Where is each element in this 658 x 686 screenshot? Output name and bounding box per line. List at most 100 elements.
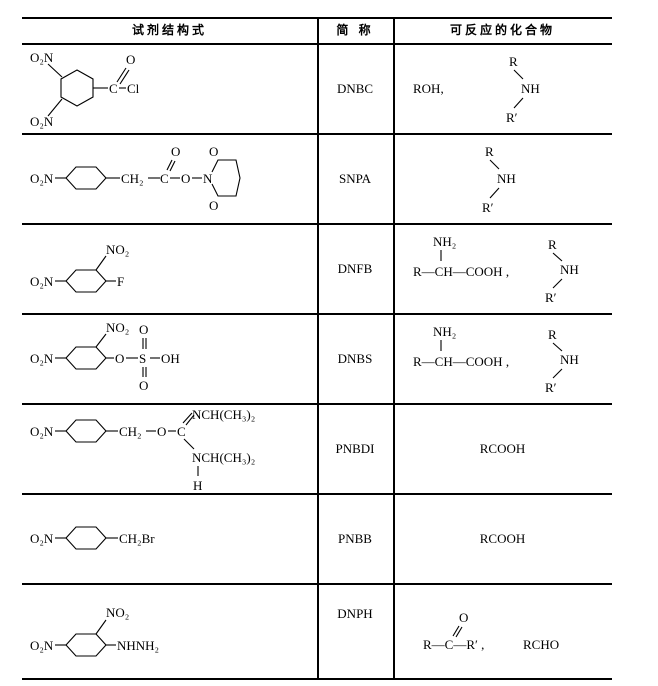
svg-text:C: C bbox=[109, 81, 118, 96]
chemical-structure-drawing: O₂N CH₂Br bbox=[30, 526, 155, 550]
svg-text:R—C—R′ ,: R—C—R′ , bbox=[423, 637, 484, 652]
table-row: O₂N CH₂ C O O N O O SNPA R bbox=[22, 134, 612, 224]
svg-text:O₂N: O₂N bbox=[30, 274, 54, 289]
table-row: O₂N CH₂Br PNBB RCOOH bbox=[22, 494, 612, 584]
header-reactants: 可反应的化合物 bbox=[449, 23, 555, 37]
structure-pnbb: O₂N CH₂Br bbox=[22, 494, 317, 584]
svg-text:O₂N: O₂N bbox=[30, 638, 54, 653]
chemical-structure-drawing: ROH, R NH R′ bbox=[413, 54, 540, 125]
structure-dnbs: O₂N NO₂ O S O O OH bbox=[22, 314, 317, 404]
table-row: O₂N O₂N C O Cl DNBC ROH, R NH R′ bbox=[22, 44, 612, 134]
reactant-rcooh: RCOOH bbox=[479, 531, 526, 546]
svg-text:R—CH—COOH ,: R—CH—COOH , bbox=[413, 354, 509, 369]
svg-text:O₂N: O₂N bbox=[30, 114, 54, 129]
svg-text:ROH,: ROH, bbox=[413, 81, 444, 96]
svg-text:NHNH₂: NHNH₂ bbox=[117, 638, 159, 653]
svg-text:R—CH—COOH ,: R—CH—COOH , bbox=[413, 264, 509, 279]
chemical-structure-drawing: O₂N O₂N C O Cl bbox=[30, 50, 140, 129]
reactant-rcooh: RCOOH bbox=[479, 441, 526, 456]
reactants: R NH R′ bbox=[393, 134, 612, 224]
header-abbr: 简 称 bbox=[336, 23, 374, 37]
table-row: O₂N CH₂ O C NCH(CH₃)₂ NCH(CH₃)₂ H PNBDI … bbox=[22, 404, 612, 494]
reactants: RCOOH bbox=[393, 494, 612, 584]
svg-text:NO₂: NO₂ bbox=[106, 320, 129, 335]
svg-text:O₂N: O₂N bbox=[30, 531, 54, 546]
abbr: SNPA bbox=[338, 171, 372, 186]
reactants: O R—C—R′ , RCHO bbox=[393, 584, 612, 678]
header-structure: 试剂结构式 bbox=[131, 23, 207, 37]
svg-text:O: O bbox=[209, 144, 218, 159]
svg-text:CH₂: CH₂ bbox=[121, 171, 144, 186]
svg-text:H: H bbox=[193, 478, 202, 493]
table-row: O₂N NO₂ F DNFB NH₂ R—CH—COOH , R NH R′ bbox=[22, 224, 612, 314]
table-row: O₂N NO₂ O S O O OH DNBS NH₂ bbox=[22, 314, 612, 404]
column-divider bbox=[393, 17, 395, 679]
reactants: RCOOH bbox=[393, 404, 612, 494]
svg-text:R′: R′ bbox=[545, 290, 557, 305]
svg-text:F: F bbox=[117, 274, 124, 289]
chemical-structure-drawing: O₂N NO₂ O S O O OH bbox=[30, 320, 180, 393]
svg-text:O: O bbox=[139, 378, 148, 393]
svg-text:OH: OH bbox=[161, 351, 180, 366]
abbr: PNBDI bbox=[335, 441, 375, 456]
svg-text:NH₂: NH₂ bbox=[433, 324, 456, 339]
svg-text:O: O bbox=[126, 52, 135, 67]
svg-text:CH₂: CH₂ bbox=[119, 424, 142, 439]
svg-text:O: O bbox=[157, 424, 166, 439]
svg-text:NH: NH bbox=[497, 171, 516, 186]
svg-text:O₂N: O₂N bbox=[30, 50, 54, 65]
abbr: DNBS bbox=[337, 351, 373, 366]
structure-pnbdi: O₂N CH₂ O C NCH(CH₃)₂ NCH(CH₃)₂ H bbox=[22, 404, 317, 494]
svg-text:S: S bbox=[139, 351, 146, 366]
chemical-structure-drawing: O₂N CH₂ O C NCH(CH₃)₂ NCH(CH₃)₂ H bbox=[30, 407, 255, 493]
svg-text:NH: NH bbox=[560, 262, 579, 277]
svg-text:NH₂: NH₂ bbox=[433, 234, 456, 249]
svg-text:NCH(CH₃)₂: NCH(CH₃)₂ bbox=[192, 407, 255, 422]
chemical-structure-drawing: O₂N NO₂ F bbox=[30, 242, 129, 293]
svg-text:O: O bbox=[139, 322, 148, 337]
svg-text:NO₂: NO₂ bbox=[106, 605, 129, 620]
svg-text:R: R bbox=[485, 144, 494, 159]
abbr: PNBB bbox=[338, 531, 372, 546]
chemical-structure-drawing: R NH R′ bbox=[482, 144, 516, 215]
column-divider bbox=[317, 17, 319, 679]
svg-text:R: R bbox=[548, 237, 557, 252]
svg-text:O₂N: O₂N bbox=[30, 424, 54, 439]
structure-dnfb: O₂N NO₂ F bbox=[22, 224, 317, 314]
structure-dnbc: O₂N O₂N C O Cl bbox=[22, 44, 317, 134]
svg-text:O: O bbox=[171, 144, 180, 159]
svg-text:C: C bbox=[160, 171, 169, 186]
structure-dnph: O₂N NO₂ NHNH₂ DNPH bbox=[22, 584, 373, 674]
structure-snpa: O₂N CH₂ C O O N O O bbox=[22, 134, 317, 224]
reactants: ROH, R NH R′ bbox=[393, 44, 612, 134]
svg-text:R: R bbox=[509, 54, 518, 69]
svg-text:R′: R′ bbox=[482, 200, 494, 215]
svg-text:O: O bbox=[459, 610, 468, 625]
chemical-structure-drawing: O₂N CH₂ C O O N O O bbox=[30, 144, 241, 213]
bottom-rule bbox=[22, 678, 612, 680]
reactants: NH₂ R—CH—COOH , R NH R′ bbox=[393, 314, 612, 404]
abbr: DNBC bbox=[336, 81, 374, 96]
svg-text:R′: R′ bbox=[545, 380, 557, 395]
svg-text:O: O bbox=[115, 351, 124, 366]
abbr: DNPH bbox=[337, 606, 373, 621]
svg-text:N: N bbox=[203, 171, 213, 186]
chemical-structure-drawing: O R—C—R′ , RCHO bbox=[423, 610, 559, 652]
chemical-structure-drawing: O₂N NO₂ NHNH₂ bbox=[30, 605, 159, 657]
chemical-structure-drawing: NH₂ R—CH—COOH , R NH R′ bbox=[413, 324, 579, 395]
svg-text:O: O bbox=[181, 171, 190, 186]
svg-text:NCH(CH₃)₂: NCH(CH₃)₂ bbox=[192, 450, 255, 465]
svg-text:R′: R′ bbox=[506, 110, 518, 125]
svg-text:CH₂Br: CH₂Br bbox=[119, 531, 155, 546]
svg-text:O: O bbox=[209, 198, 218, 213]
svg-text:RCHO: RCHO bbox=[523, 637, 559, 652]
svg-text:NH: NH bbox=[560, 352, 579, 367]
svg-text:NH: NH bbox=[521, 81, 540, 96]
svg-text:Cl: Cl bbox=[127, 81, 140, 96]
svg-text:R: R bbox=[548, 327, 557, 342]
reactants: NH₂ R—CH—COOH , R NH R′ bbox=[393, 224, 612, 314]
abbr: DNFB bbox=[337, 261, 373, 276]
chemical-structure-drawing: NH₂ R—CH—COOH , R NH R′ bbox=[413, 234, 579, 305]
svg-text:NO₂: NO₂ bbox=[106, 242, 129, 257]
svg-text:C: C bbox=[177, 424, 186, 439]
